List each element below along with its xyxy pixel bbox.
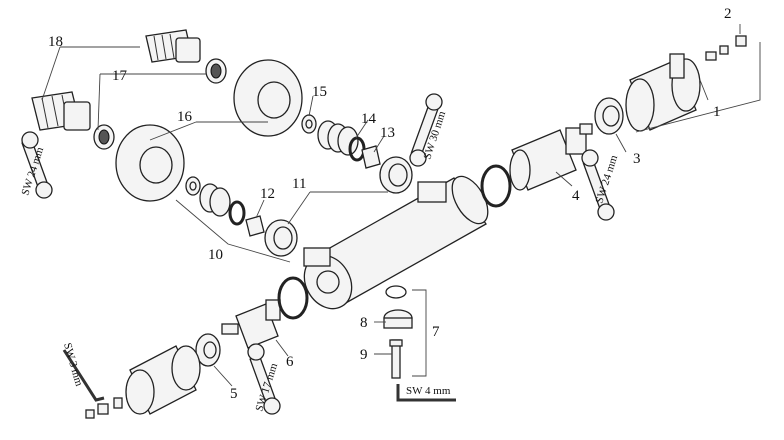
callout-18: 18	[48, 34, 63, 50]
flow-handle	[125, 345, 201, 415]
nut-5	[195, 333, 221, 367]
thermo-handle	[625, 53, 701, 132]
callout-17: 17	[112, 68, 128, 84]
wrench-sw17	[247, 343, 281, 415]
callout-10: 10	[208, 247, 223, 263]
spring-assembly-lower	[199, 183, 231, 217]
callout-6: 6	[286, 354, 294, 370]
callout-5: 5	[230, 386, 238, 402]
callout-11: 11	[292, 176, 306, 192]
washer-lower	[185, 176, 201, 196]
flow-cartridge	[221, 299, 281, 349]
hex-key-sw3	[62, 349, 105, 402]
washer-15	[301, 114, 317, 134]
callout-14: 14	[361, 111, 377, 127]
callout-7: 7	[432, 324, 440, 340]
leader-lines	[41, 24, 761, 387]
rosette-lower	[115, 124, 185, 202]
thermo-cartridge	[509, 123, 593, 191]
wrench-sw24-right	[581, 149, 615, 221]
seal-upper-hole	[210, 63, 222, 79]
callout-1: 1	[713, 104, 721, 120]
callout-3: 3	[633, 151, 641, 167]
callout-15: 15	[312, 84, 327, 100]
wrench-label-sw4: SW 4 mm	[406, 385, 451, 397]
callout-4: 4	[572, 188, 580, 204]
oring-8	[385, 285, 407, 299]
filter-plug	[383, 309, 413, 329]
check-valve-12	[245, 215, 265, 237]
connector-lower	[31, 91, 91, 131]
oring-right	[480, 164, 512, 208]
oring-body-left	[277, 276, 309, 320]
spring-assembly-upper	[317, 120, 359, 156]
seal-lower-hole	[98, 129, 110, 145]
check-valve-13	[361, 145, 381, 169]
rosette-upper	[233, 59, 303, 137]
handle-screw	[85, 397, 123, 419]
wrench-sw24-left	[21, 131, 53, 199]
callout-12: 12	[260, 186, 275, 202]
wrench-label-sw3: SW 3 mm	[61, 342, 85, 388]
union-nut-upper	[379, 156, 413, 194]
connector-upper	[145, 29, 201, 63]
wrench-sw30	[409, 93, 443, 167]
hex-key-sw4	[396, 384, 456, 402]
screw-2	[705, 35, 747, 61]
callout-2: 2	[724, 6, 732, 22]
callout-8: 8	[360, 315, 368, 331]
nut-3	[594, 97, 624, 135]
valve-body	[303, 175, 489, 310]
callout-13: 13	[380, 125, 395, 141]
callout-16: 16	[177, 109, 193, 125]
screw-9	[389, 339, 403, 379]
callout-9: 9	[360, 347, 368, 363]
union-nut-lower	[264, 219, 298, 257]
oring-lower	[228, 200, 246, 226]
